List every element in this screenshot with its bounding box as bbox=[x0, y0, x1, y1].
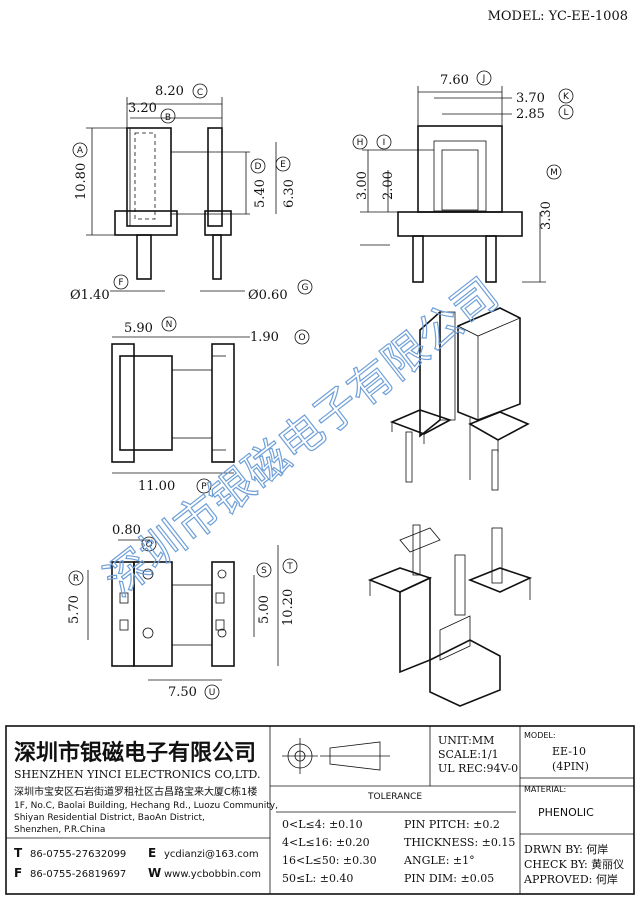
check-by: CHECK BY: 黄丽仪 bbox=[524, 857, 624, 871]
material-label: MATERIAL: bbox=[524, 785, 566, 794]
top-view: 5.90 N 1.90 O 11.00 P bbox=[111, 316, 310, 494]
dim-bottom-h1: 5.70 bbox=[67, 595, 82, 624]
tolerance-title: TOLERANCE bbox=[367, 792, 422, 802]
dim-bottom-h2: 5.00 bbox=[257, 595, 272, 624]
drawn-by: DRWN BY: 何岸 bbox=[524, 843, 608, 856]
address-cn: 深圳市宝安区石岩街道罗租社区古昌路宝来大厦C栋1楼 bbox=[14, 785, 257, 798]
tolerance-right-item: ANGLE: ±1° bbox=[403, 854, 475, 867]
label-g: G bbox=[302, 283, 309, 293]
address-en-3: Shenzhen, P.R.China bbox=[14, 825, 105, 835]
web-label: W bbox=[148, 866, 161, 880]
tel-number: 86-0755-27632099 bbox=[30, 849, 126, 860]
tolerance-left-item: 50≤L: ±0.40 bbox=[282, 872, 353, 885]
label-j: J bbox=[482, 74, 486, 84]
label-n: N bbox=[166, 320, 173, 330]
label-d: D bbox=[255, 162, 262, 172]
label-s: S bbox=[261, 566, 267, 576]
title-block: 深圳市银磁电子有限公司 SHENZHEN YINCI ELECTRONICS C… bbox=[5, 725, 635, 895]
company-name-en: SHENZHEN YINCI ELECTRONICS CO,LTD. bbox=[14, 768, 260, 781]
label-q: Q bbox=[145, 540, 152, 550]
tolerance-left-list: 0<L≤4: ±0.10 4<L≤16: ±0.20 16<L≤50: ±0.30 5… bbox=[282, 818, 377, 885]
label-t: T bbox=[286, 562, 293, 572]
model-label: MODEL: bbox=[524, 731, 556, 740]
web-address: www.ycbobbin.com bbox=[164, 869, 261, 880]
address-en-1: 1F, No.C, Baolai Building, Hechang Rd., … bbox=[14, 801, 278, 811]
dim-pin-dia2: Ø0.60 bbox=[248, 288, 288, 303]
tel-label: T bbox=[14, 846, 23, 860]
watermark: 深圳市银磁电子有限公司 bbox=[95, 268, 508, 606]
dim-width-total: 8.20 bbox=[155, 84, 184, 99]
tolerance-left-item: 16<L≤50: ±0.30 bbox=[282, 854, 377, 867]
tolerance-left-item: 4<L≤16: ±0.20 bbox=[282, 836, 370, 849]
tolerance-right-item: PIN PITCH: ±0.2 bbox=[404, 818, 500, 831]
dim-inner-width: 3.20 bbox=[128, 101, 157, 116]
dim-top-w2: 1.90 bbox=[250, 330, 279, 345]
dim-bottom-h3: 10.20 bbox=[281, 589, 296, 626]
dim-side-h1: 3.00 bbox=[355, 171, 370, 200]
ul-rec-text: UL REC:94V-0 bbox=[438, 762, 518, 775]
dim-pin-dia: Ø1.40 bbox=[70, 288, 110, 303]
tolerance-left-item: 0<L≤4: ±0.10 bbox=[282, 818, 363, 831]
dim-bottom-len: 7.50 bbox=[168, 685, 197, 700]
label-b: B bbox=[165, 113, 171, 123]
label-o: O bbox=[298, 333, 305, 343]
fax-number: 86-0755-26819697 bbox=[30, 869, 126, 880]
dim-h2: 6.30 bbox=[282, 179, 297, 208]
model-pins: (4PIN) bbox=[552, 760, 589, 773]
fax-label: F bbox=[14, 866, 22, 880]
label-u: U bbox=[209, 688, 216, 698]
projection-symbol-cone bbox=[329, 741, 381, 771]
label-f: F bbox=[118, 278, 123, 288]
material-value: PHENOLIC bbox=[538, 806, 594, 819]
bottom-view: 0.80 Q 5.70 R 5.00 S 10.20 T 7.50 U bbox=[67, 523, 298, 700]
label-e: E bbox=[280, 160, 286, 170]
scale-text: SCALE:1/1 bbox=[438, 748, 499, 761]
label-a: A bbox=[77, 146, 84, 156]
email-address: ycdianzi@163.com bbox=[164, 849, 259, 860]
company-name-cn: 深圳市银磁电子有限公司 bbox=[14, 740, 256, 766]
label-l: L bbox=[563, 108, 568, 118]
isometric-view-bottom bbox=[367, 524, 533, 707]
dim-side-w1: 3.70 bbox=[516, 91, 545, 106]
model-value: EE-10 bbox=[552, 745, 586, 758]
address-en-2: Shiyan Residential District, BaoAn Distr… bbox=[14, 813, 205, 823]
dim-side-h2: 2.00 bbox=[381, 171, 396, 200]
dim-side-h3: 3.30 bbox=[539, 201, 554, 230]
tolerance-right-item: THICKNESS: ±0.15 bbox=[404, 836, 515, 849]
label-r: R bbox=[73, 574, 79, 584]
dim-h1: 5.40 bbox=[253, 179, 268, 208]
dim-bottom-w: 0.80 bbox=[112, 523, 141, 538]
label-p: P bbox=[201, 482, 207, 492]
dim-side-w2: 2.85 bbox=[516, 107, 545, 122]
side-view: 7.60 J 3.70 K 2.85 L 3.00 H 2.00 I 3.30 … bbox=[352, 70, 574, 283]
isometric-view-top bbox=[389, 307, 530, 491]
email-label: E bbox=[148, 846, 156, 860]
front-view: 8.20 C 3.20 B 10.80 A 5.40 D 6.30 E Ø1.4… bbox=[70, 83, 313, 303]
label-h: H bbox=[357, 138, 364, 148]
dim-side-width: 7.60 bbox=[440, 73, 469, 88]
label-c: C bbox=[197, 88, 203, 98]
label-i: I bbox=[383, 138, 386, 148]
dim-top-w1: 5.90 bbox=[124, 321, 153, 336]
label-m: M bbox=[550, 168, 558, 178]
dim-top-length: 11.00 bbox=[138, 479, 175, 494]
tolerance-right-item: PIN DIM: ±0.05 bbox=[404, 872, 494, 885]
approved-by: APPROVED: 何岸 bbox=[523, 873, 618, 886]
unit-text: UNIT:MM bbox=[438, 734, 494, 747]
model-header: MODEL: YC-EE-1008 bbox=[488, 9, 628, 24]
label-k: K bbox=[563, 92, 570, 102]
dim-height: 10.80 bbox=[74, 163, 89, 200]
